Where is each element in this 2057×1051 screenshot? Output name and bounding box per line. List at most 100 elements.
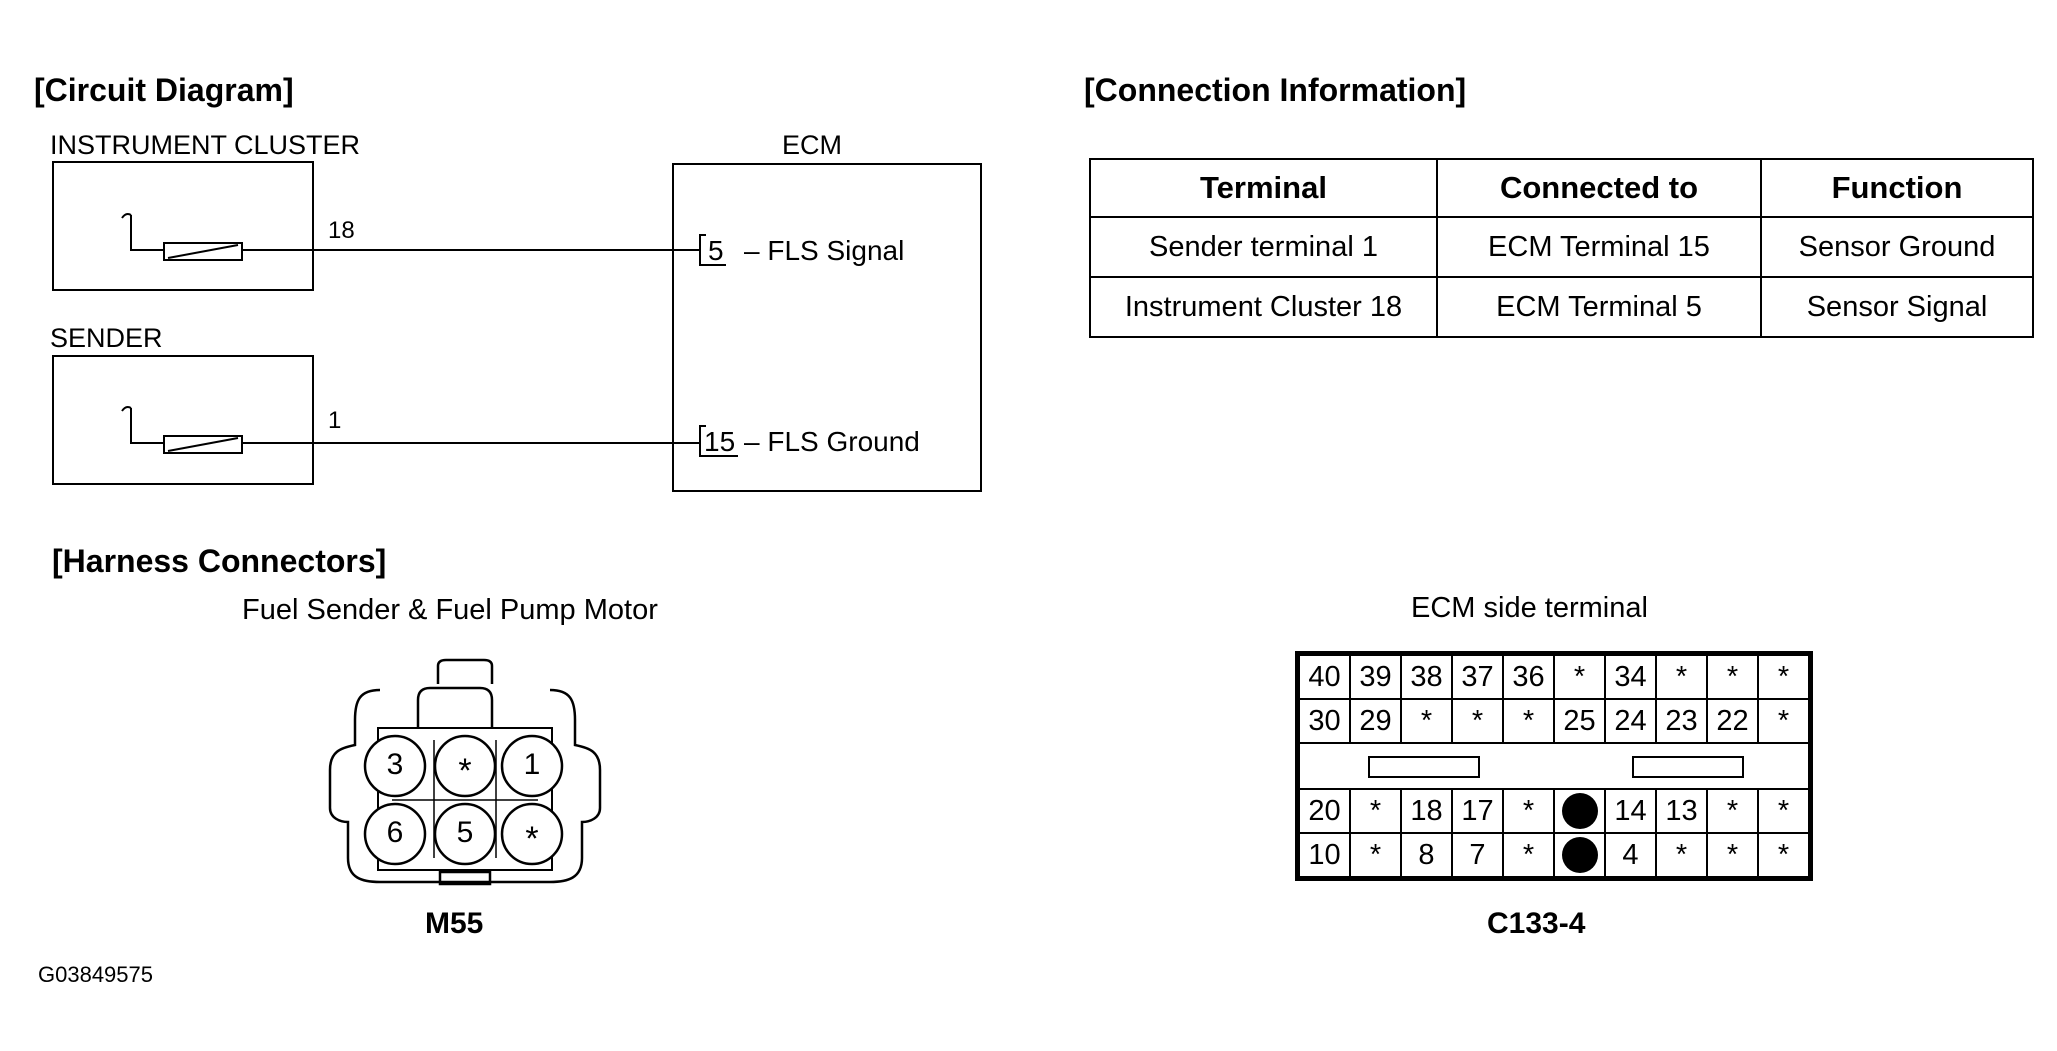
- table-cell: Sensor Ground: [1760, 216, 2034, 278]
- table-header: Function: [1760, 158, 2034, 218]
- cluster-gauge-symbol: [121, 213, 243, 261]
- circuit-diagram-title: [Circuit Diagram]: [34, 72, 294, 108]
- ecm-terminal-cell: 29: [1349, 698, 1402, 744]
- ecm-terminal-cell: *: [1349, 832, 1402, 880]
- sender-box: [52, 355, 314, 485]
- ecm-terminal-cell: *: [1502, 832, 1555, 880]
- ecm-ground-label: – FLS Ground: [744, 426, 920, 457]
- table-header-row: Terminal Connected to Function: [1089, 158, 2034, 218]
- ecm-terminal-cell: *: [1706, 832, 1759, 880]
- ecm-terminal-cell: *: [1706, 652, 1759, 700]
- key-slot-left: [1368, 755, 1480, 778]
- plug-dot-icon: [1561, 837, 1598, 873]
- ecm-key-slots: [1296, 742, 1812, 790]
- m55-pin-circle: [500, 734, 564, 798]
- sender-pin-number: 1: [328, 407, 342, 434]
- ecm-terminal-cell: *: [1502, 788, 1555, 834]
- table-cell: Instrument Cluster 18: [1089, 276, 1438, 338]
- m55-pin-label: *: [525, 820, 539, 858]
- ecm-terminal-cell: 4: [1604, 832, 1657, 880]
- ecm-terminal-cell: 8: [1400, 832, 1453, 880]
- ecm-terminal-cell: *: [1757, 832, 1812, 880]
- ecm-terminal-cell: 25: [1553, 698, 1606, 744]
- table-cell: Sender terminal 1: [1089, 216, 1438, 278]
- fuel-sender-caption: Fuel Sender & Fuel Pump Motor: [242, 594, 658, 626]
- ecm-key-row: [1296, 742, 1812, 790]
- ecm-terminal-cell: 24: [1604, 698, 1657, 744]
- ecm-terminal-cell: 40: [1296, 652, 1351, 700]
- ecm-terminal-cell: 17: [1451, 788, 1504, 834]
- m55-pin-circle: [433, 802, 497, 866]
- sender-gauge-symbol: [121, 406, 243, 454]
- table-header: Connected to: [1436, 158, 1762, 218]
- m55-pin-circle: [363, 802, 427, 866]
- ecm-terminal-cell: 23: [1655, 698, 1708, 744]
- cluster-pin-number: 18: [328, 217, 355, 244]
- table-row: Instrument Cluster 18 ECM Terminal 5 Sen…: [1089, 276, 2034, 338]
- m55-pin-circle: [433, 734, 497, 798]
- table-cell: ECM Terminal 15: [1436, 216, 1762, 278]
- ecm-terminal-cell: *: [1757, 652, 1812, 700]
- connection-information-title: [Connection Information]: [1084, 72, 1467, 108]
- ecm-terminal-cell: *: [1400, 698, 1453, 744]
- m55-pin-label: *: [458, 752, 472, 790]
- ecm-terminal-cell: 37: [1451, 652, 1504, 700]
- plug-dot-icon: [1561, 793, 1598, 829]
- ecm-terminal-cell: 36: [1502, 652, 1555, 700]
- ecm-terminal-cell: 7: [1451, 832, 1504, 880]
- m55-pin-label: 3: [386, 748, 404, 781]
- ecm-terminal-cell: 38: [1400, 652, 1453, 700]
- m55-pin-circle: [363, 734, 427, 798]
- ecm-terminal-cell: [1553, 788, 1606, 834]
- ecm-terminal-cell: *: [1349, 788, 1402, 834]
- ecm-terminal-cell: *: [1757, 698, 1812, 744]
- ecm-label: ECM: [782, 130, 842, 160]
- ecm-terminal-cell: 39: [1349, 652, 1402, 700]
- table-row: Sender terminal 1 ECM Terminal 15 Sensor…: [1089, 216, 2034, 278]
- ecm-terminal-cell: [1553, 832, 1606, 880]
- table-cell: Sensor Signal: [1760, 276, 2034, 338]
- ecm-signal-label: – FLS Signal: [744, 235, 905, 266]
- ecm-pin-signal: 5: [708, 235, 724, 266]
- m55-pin-label: 1: [523, 748, 541, 781]
- ecm-box: [672, 163, 982, 492]
- table-cell: ECM Terminal 5: [1436, 276, 1762, 338]
- ecm-terminal-cell: *: [1706, 788, 1759, 834]
- ecm-terminal-cell: 34: [1604, 652, 1657, 700]
- ecm-terminal-cell: *: [1502, 698, 1555, 744]
- ecm-terminal-cell: 18: [1400, 788, 1453, 834]
- m55-pin-circle: [500, 802, 564, 866]
- key-slot-right: [1632, 755, 1744, 778]
- m55-pin-label: 5: [456, 816, 474, 849]
- instrument-cluster-label: INSTRUMENT CLUSTER: [50, 130, 361, 160]
- figure-id: G03849575: [38, 962, 153, 987]
- m55-pin-label: 6: [386, 816, 404, 849]
- ecm-terminal-cell: 30: [1296, 698, 1351, 744]
- ecm-terminal-cell: 20: [1296, 788, 1351, 834]
- instrument-cluster-box: [52, 161, 314, 291]
- ecm-terminal-cell: 22: [1706, 698, 1759, 744]
- m55-connector-name: M55: [425, 907, 484, 940]
- ecm-pin-ground: 15: [704, 426, 736, 457]
- sender-label: SENDER: [50, 323, 163, 353]
- table-header: Terminal: [1089, 158, 1438, 218]
- ecm-terminal-cell: *: [1451, 698, 1504, 744]
- ecm-terminal-cell: 13: [1655, 788, 1708, 834]
- ecm-terminal-cell: *: [1655, 832, 1708, 880]
- ecm-terminal-cell: 10: [1296, 832, 1351, 880]
- ecm-terminal-cell: *: [1655, 652, 1708, 700]
- ecm-terminal-cell: 14: [1604, 788, 1657, 834]
- harness-connectors-title: [Harness Connectors]: [52, 543, 387, 579]
- connection-info-table: Terminal Connected to Function Sender te…: [1089, 158, 2034, 338]
- ecm-terminal-cell: *: [1553, 652, 1606, 700]
- ecm-terminal-bracket-ground: [699, 425, 706, 457]
- c133-4-connector-name: C133-4: [1487, 907, 1586, 940]
- m55-pin-circles: [363, 734, 564, 866]
- ecm-terminal-cell: *: [1757, 788, 1812, 834]
